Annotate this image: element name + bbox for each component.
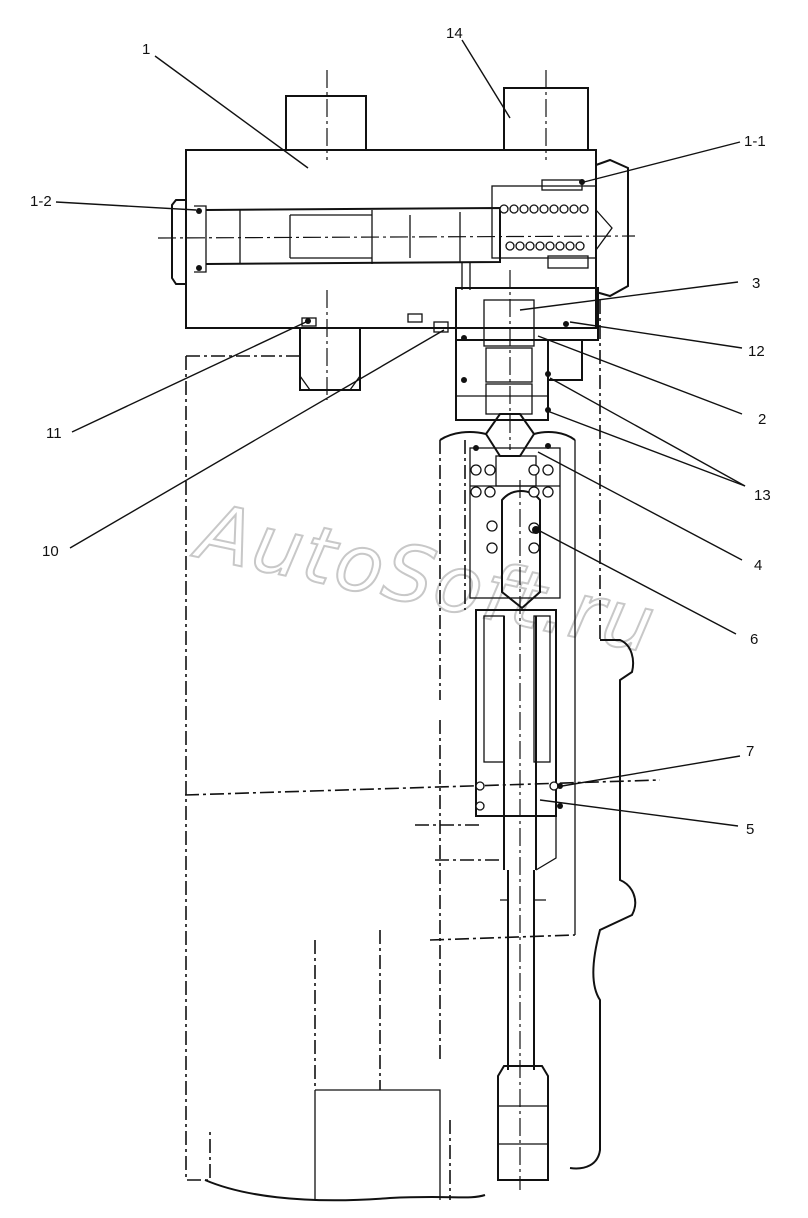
callout-2: 2: [758, 411, 766, 428]
watermark-text: AutoSoft.ru: [186, 486, 664, 672]
callout-1: 1: [142, 41, 150, 58]
callout-7: 7: [746, 743, 754, 760]
callout-12: 12: [748, 343, 765, 360]
stem-and-nut: [497, 870, 549, 1181]
callout-13: 13: [754, 487, 771, 504]
callout-6: 6: [750, 631, 758, 648]
spring-pack: [469, 443, 561, 1190]
main-housing: [184, 300, 661, 1202]
callout-10: 10: [42, 543, 59, 560]
callout-3: 3: [752, 275, 760, 292]
callout-1-1: 1-1: [744, 133, 766, 150]
spool-valve-body: [157, 70, 636, 400]
callout-1-2: 1-2: [30, 193, 52, 210]
leader-lines: [55, 39, 746, 827]
callout-11: 11: [46, 425, 62, 442]
callout-4: 4: [754, 557, 762, 574]
lower-sleeve-piston: [475, 609, 563, 871]
callout-14: 14: [446, 25, 463, 42]
return-spring-1-1: [499, 179, 613, 251]
pilot-plunger-stack: [439, 270, 599, 457]
callout-5: 5: [746, 821, 754, 838]
